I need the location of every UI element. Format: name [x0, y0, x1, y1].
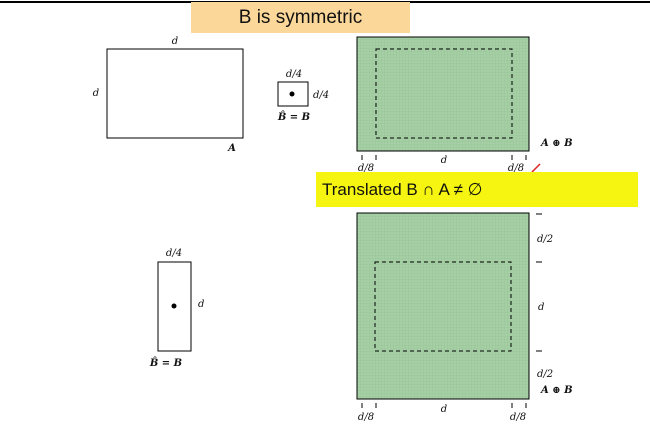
- tall-b-width-label: d/4: [166, 248, 182, 259]
- tall-b-symmetric-label: B̂ = B: [149, 357, 182, 369]
- dilation-result-bottom: [356, 212, 530, 400]
- top-left-margin-label: d/8: [358, 163, 374, 174]
- slide-title: B is symmetric: [191, 2, 410, 33]
- bottom-top-margin-label: d/2: [537, 234, 553, 245]
- bottom-inner-width-label: d: [441, 404, 447, 415]
- bottom-inner-height-label: d: [538, 302, 544, 313]
- tall-structuring-element-origin: [171, 303, 177, 309]
- set-a-label: A: [227, 143, 236, 154]
- top-right-margin-label: d/8: [508, 163, 524, 174]
- tall-b-height-label: d: [198, 299, 204, 310]
- dilation-label-top: A ⊕ B: [540, 138, 573, 149]
- bottom-right-ticks: [536, 213, 542, 352]
- set-a-height-label: d: [93, 88, 99, 99]
- structuring-element-origin: [289, 91, 295, 97]
- dilation-label-bottom: A ⊕ B: [540, 385, 573, 396]
- bottom-left-margin-label: d/8: [358, 412, 374, 423]
- translated-intersection-callout: Translated B ∩ A ≠ ∅: [316, 172, 638, 207]
- bottom-dimension-ticks: [361, 403, 527, 408]
- bottom-bottom-margin-label: d/2: [537, 369, 553, 380]
- dilation-result-top: [356, 36, 530, 152]
- set-a-rect: [106, 48, 244, 139]
- top-inner-width-label: d: [441, 155, 447, 166]
- b-square-height-label: d/4: [313, 90, 329, 101]
- set-a-width-label: d: [172, 36, 178, 47]
- b-square-width-label: d/4: [286, 69, 302, 80]
- bottom-right-margin-label: d/8: [510, 412, 526, 423]
- red-pointer-line: [531, 163, 541, 173]
- b-square-symmetric-label: B̂ = B: [277, 111, 310, 123]
- top-dimension-ticks: [361, 155, 527, 160]
